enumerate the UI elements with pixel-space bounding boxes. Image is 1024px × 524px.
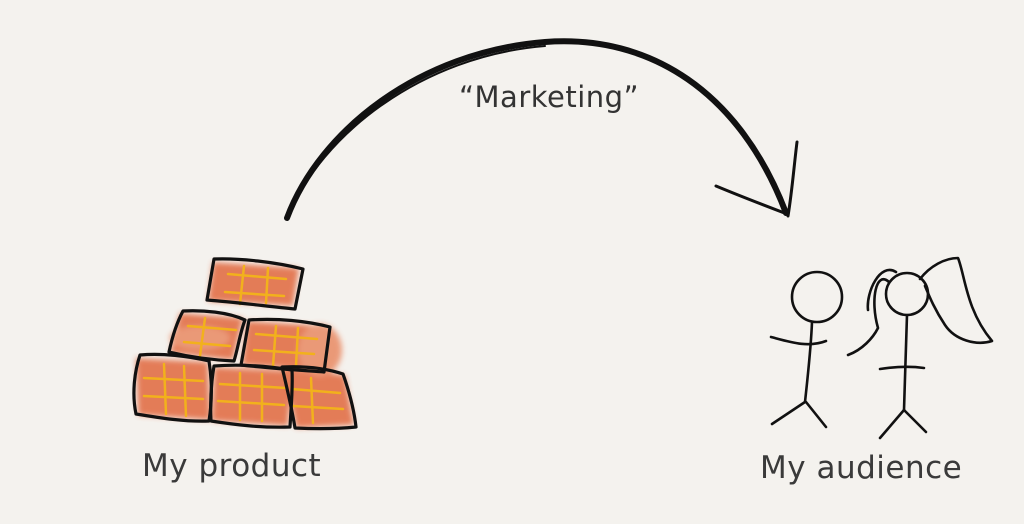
audience-label: My audience — [760, 450, 963, 486]
stick-figures-icon — [769, 256, 994, 440]
product-label: My product — [142, 448, 322, 484]
brick-pile-icon — [132, 257, 358, 431]
arrow-label: “Marketing” — [459, 80, 640, 114]
curved-arrow-icon — [284, 38, 799, 221]
